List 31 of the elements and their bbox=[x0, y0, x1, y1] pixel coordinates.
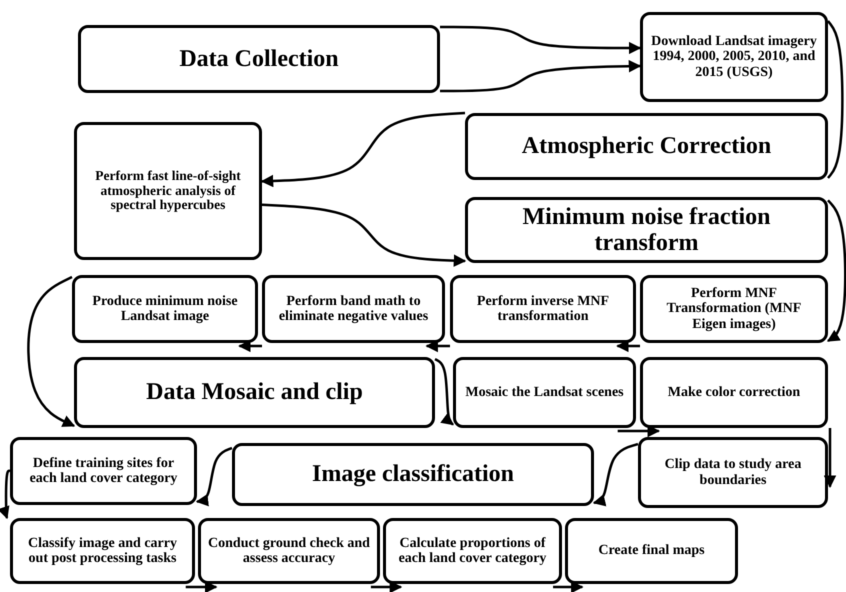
stage-box: Minimum noise fraction transform bbox=[465, 197, 828, 263]
process-box: Conduct ground check and assess accuracy bbox=[198, 518, 380, 584]
stage-box: Data Mosaic and clip bbox=[74, 357, 435, 428]
arrow bbox=[592, 442, 638, 506]
arrow bbox=[553, 580, 584, 592]
process-box: Calculate proportions of each land cover category bbox=[383, 518, 562, 584]
process-box: Perform band math to eliminate negative values bbox=[262, 275, 445, 343]
process-box: Perform fast line-of-sight atmospheric analysis of spectral hypercubes bbox=[74, 122, 262, 260]
arrow bbox=[434, 358, 454, 426]
arrow bbox=[260, 112, 466, 188]
process-box: Clip data to study area boundaries bbox=[638, 437, 828, 508]
process-box: Create final maps bbox=[565, 518, 738, 584]
process-box: Produce minimum noise Landsat image bbox=[72, 275, 258, 343]
stage-box: Image classification bbox=[232, 443, 594, 506]
process-box: Perform inverse MNF transformation bbox=[450, 275, 636, 343]
arrow bbox=[440, 26, 642, 54]
process-box: Perform MNF Transformation (MNF Eigen images) bbox=[640, 275, 828, 343]
process-box: Make color correction bbox=[640, 357, 828, 428]
process-box: Define training sites for each land cover category bbox=[10, 437, 197, 505]
arrow bbox=[27, 276, 76, 427]
stage-box: Atmospheric Correction bbox=[465, 113, 828, 180]
stage-box: Data Collection bbox=[78, 25, 440, 93]
arrow bbox=[824, 428, 836, 488]
arrow bbox=[0, 470, 11, 520]
arrow bbox=[826, 199, 846, 342]
arrow bbox=[440, 60, 642, 92]
process-box: Mosaic the Landsat scenes bbox=[453, 357, 636, 428]
arrow bbox=[262, 204, 466, 267]
arrow bbox=[196, 446, 232, 506]
process-box: Classify image and carry out post processing tasks bbox=[10, 518, 195, 584]
process-box: Download Landsat imagery 1994, 2000, 2005, 2010, and 2015 (USGS) bbox=[640, 12, 828, 102]
